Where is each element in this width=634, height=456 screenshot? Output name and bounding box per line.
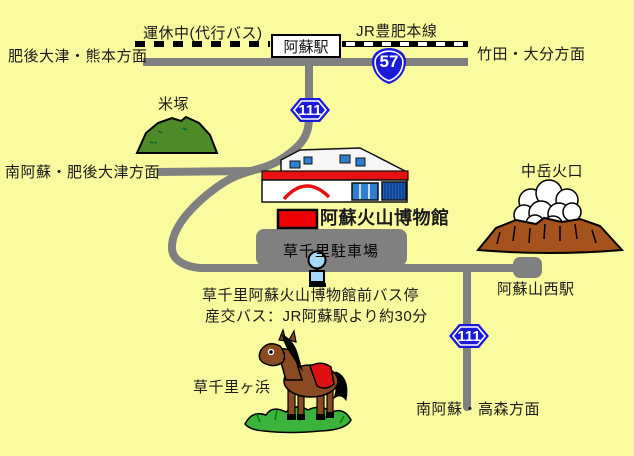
- kusasenri-gahama-label: 草千里ヶ浜: [193, 379, 271, 396]
- route-57-shield: 57: [371, 47, 407, 85]
- direction-label-minamiaso-higootsu: 南阿蘇・肥後大津方面: [5, 164, 161, 181]
- parking-label: 草千里駐車場: [282, 243, 379, 260]
- local-road-left: [156, 167, 251, 176]
- nakadake-crater-label: 中岳火口: [521, 163, 584, 180]
- road-network: [143, 56, 519, 411]
- komezuka-label: 米塚: [158, 96, 190, 113]
- parking-lot: [256, 229, 407, 266]
- railway-suspended-note: 運休中(代行バス): [143, 25, 263, 42]
- route-111-shield-top: 111: [288, 96, 332, 124]
- route-111-road: [167, 56, 519, 272]
- route-111-shield-bottom: 111: [447, 322, 491, 350]
- museum-building: [261, 147, 409, 203]
- route-111-number: 111: [457, 327, 481, 345]
- bus-stop-note: 産交バス：JR阿蘇駅より約30分: [205, 308, 428, 325]
- direction-label-kumamoto: 肥後大津・熊本方面: [8, 48, 148, 65]
- prefectural-route-shield-shape: [449, 324, 489, 348]
- museum-label: 阿蘇火山博物館: [320, 208, 450, 228]
- route-57-number: 57: [379, 52, 399, 71]
- aso-station-label: 阿蘇駅: [283, 38, 329, 56]
- national-route-shield-shape: [372, 48, 406, 84]
- direction-label-oita: 竹田・大分方面: [477, 46, 586, 63]
- horse-illustration: [258, 328, 348, 420]
- prefectural-route-shield-shape: [290, 98, 330, 122]
- nakadake-mountain: [476, 216, 625, 254]
- asosan-nishi-station-marker: [513, 257, 542, 278]
- aso-station-box: 阿蘇駅: [271, 34, 341, 58]
- museum-legend-swatch: [276, 208, 319, 230]
- asosan-nishi-label: 阿蘇山西駅: [497, 281, 575, 298]
- route-111-number: 111: [298, 101, 322, 119]
- railway-line-name: JR豊肥本線: [356, 23, 438, 40]
- bus-stop-name: 草千里阿蘇火山博物館前バス停: [202, 287, 420, 304]
- direction-label-takamori: 南阿蘇・高森方面: [416, 401, 541, 418]
- bus-stop-icon: [307, 250, 327, 287]
- komezuka-hill: [135, 115, 219, 154]
